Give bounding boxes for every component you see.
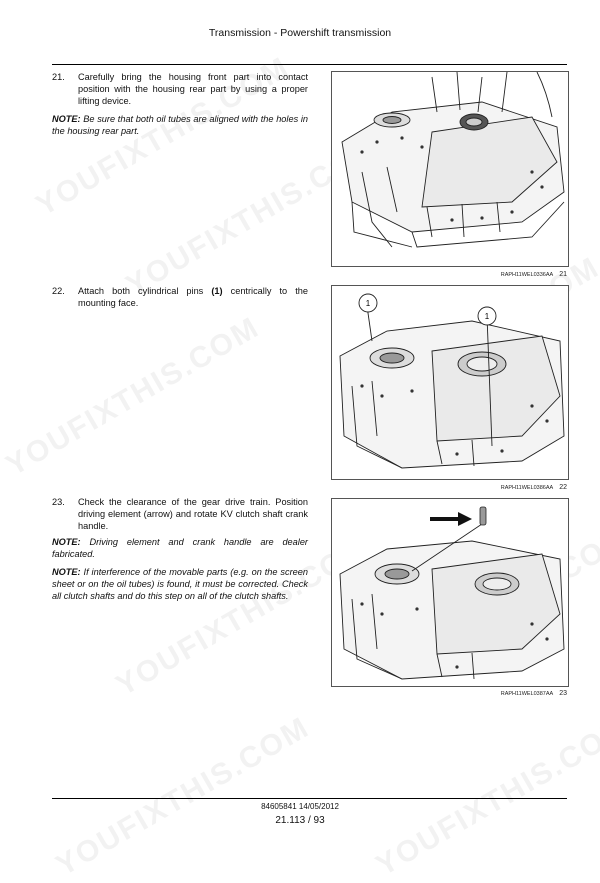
note-text: Driving element and crank handle are dea…: [52, 537, 308, 560]
page-header: Transmission - Powershift transmission: [208, 27, 392, 39]
note-label: NOTE:: [52, 537, 81, 547]
step-number: 23.: [52, 497, 65, 507]
figure-number: 22: [559, 484, 567, 491]
note-text: Be sure that both oil tubes are aligned …: [52, 114, 308, 137]
step-21-note: NOTE: Be sure that both oil tubes are al…: [52, 113, 308, 137]
page-number: 21.113 / 93: [275, 815, 325, 826]
figure-22: 1 1: [331, 285, 569, 480]
figure-number: 23: [559, 690, 567, 697]
step-text: Check the clearance of the gear drive tr…: [78, 497, 308, 532]
arrow-icon: [430, 512, 472, 526]
step-text-bold: (1): [211, 286, 223, 296]
step-23-note-1: NOTE: Driving element and crank handle a…: [52, 536, 308, 560]
figure-code: RAPH11WEL0386AA: [500, 485, 554, 491]
footer-rule: [52, 798, 567, 799]
note-label: NOTE:: [52, 567, 81, 577]
svg-text:1: 1: [485, 312, 490, 321]
svg-text:1: 1: [366, 299, 371, 308]
note-text: If interference of the movable parts (e.…: [52, 567, 308, 602]
figure-23-caption: RAPH11WEL0387AA 23: [501, 690, 567, 697]
figure-23-illustration: [339, 506, 565, 680]
figure-21: [331, 71, 569, 267]
crank-handle: [479, 506, 487, 526]
callout-1a: 1: [358, 293, 378, 313]
header-rule: [52, 64, 567, 65]
step-text-part: Attach both cylindrical pins: [78, 286, 212, 296]
figure-number: 21: [559, 271, 567, 278]
step-text: Carefully bring the housing front part i…: [78, 72, 308, 107]
figure-code: RAPH11WEL0387AA: [500, 691, 554, 697]
step-text-part: centrically to the mounting face.: [78, 286, 308, 309]
step-22: 22. Attach both cylindrical pins (1) cen…: [52, 285, 308, 309]
step-number: 21.: [52, 72, 65, 82]
document-reference: 84605841 14/05/2012: [261, 802, 339, 811]
watermark: YOUFIXTHIS.COM: [0, 310, 266, 483]
figure-22-illustration: 1 1: [339, 293, 565, 469]
callout-1b: 1: [477, 306, 497, 326]
step-23: 23. Check the clearance of the gear driv…: [52, 496, 308, 533]
figure-22-caption: RAPH11WEL0386AA 22: [501, 484, 567, 491]
step-text: Attach both cylindrical pins (1) centric…: [78, 285, 308, 309]
note-label: NOTE:: [52, 114, 81, 124]
figure-21-caption: RAPH11WEL0336AA 21: [501, 271, 567, 278]
figure-23: [331, 498, 569, 687]
watermark: YOUFIXTHIS.COM: [370, 710, 600, 883]
watermark: YOUFIXTHIS.COM: [50, 710, 316, 883]
step-21: 21. Carefully bring the housing front pa…: [52, 71, 308, 108]
figure-21-illustration: [341, 72, 565, 248]
step-number: 22.: [52, 286, 65, 296]
figure-code: RAPH11WEL0336AA: [500, 272, 554, 278]
step-23-note-2: NOTE: If interference of the movable par…: [52, 566, 308, 603]
